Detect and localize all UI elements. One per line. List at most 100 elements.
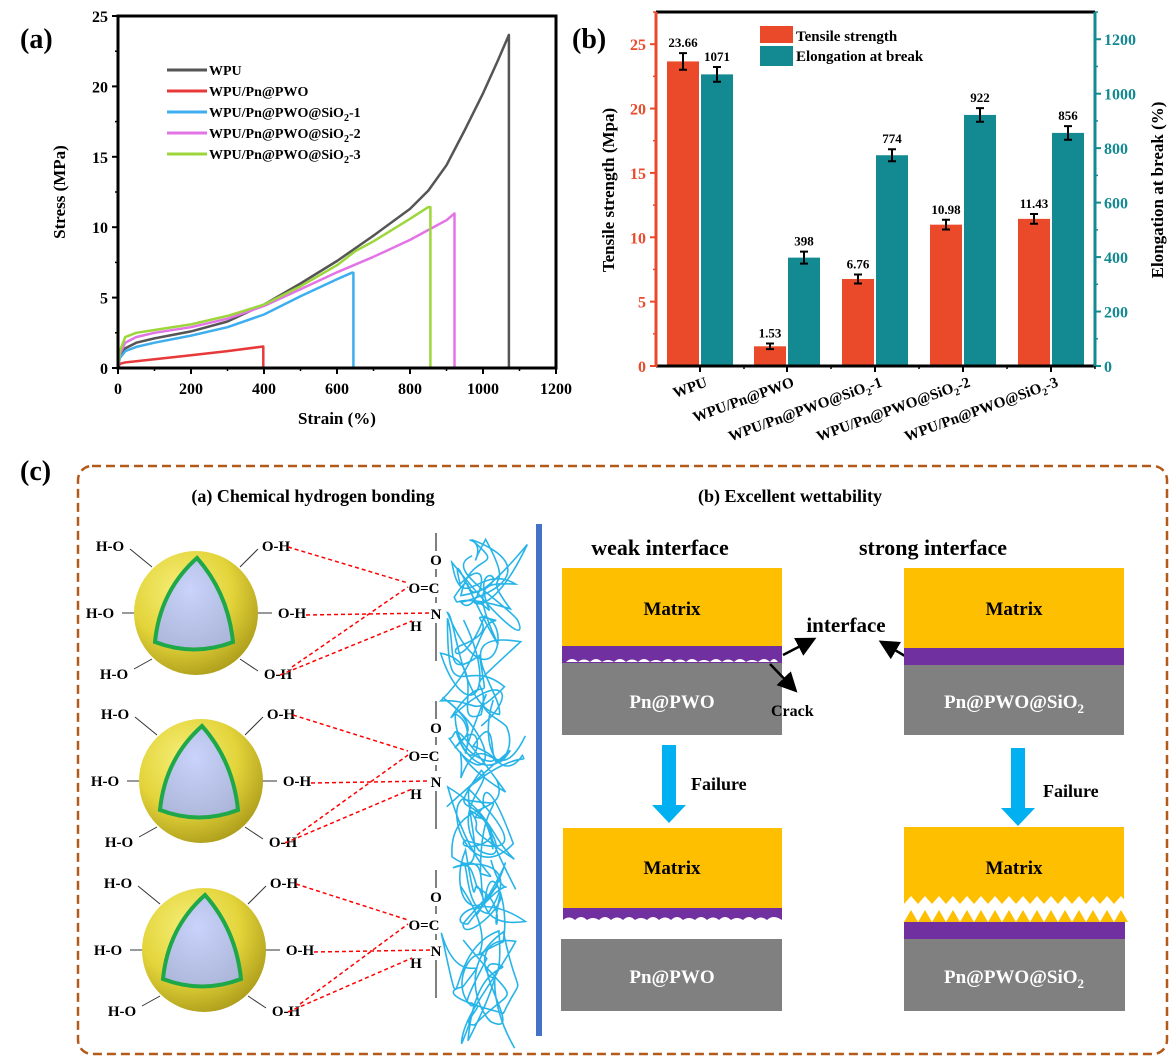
panel-label-b: (b) xyxy=(572,24,606,55)
data-label-tensile-1: 1.53 xyxy=(759,325,782,340)
bar-elongation-4 xyxy=(1052,132,1084,366)
nanoparticle-0: H-OH-OH-OO-HO-HO-HOO=CNH xyxy=(86,533,442,683)
bond-line xyxy=(247,885,267,905)
x-tick-label: 400 xyxy=(252,381,276,398)
polymer-coil-5 xyxy=(440,929,519,1049)
x-tick-label: 1200 xyxy=(540,381,572,398)
y-tick-label: 10 xyxy=(630,230,646,247)
chart-a-series-group xyxy=(116,33,511,369)
failure-label-weak: Failure xyxy=(691,774,747,794)
x-tick-label: 0 xyxy=(114,381,122,398)
pn-pwo-core xyxy=(152,555,236,652)
interface-arrow-left xyxy=(782,637,817,657)
hydroxyl-label: O-H xyxy=(262,539,291,555)
error-bar-tensile-0 xyxy=(679,52,687,71)
error-bar-elongation-2 xyxy=(888,148,896,163)
category-label-group: WPU/Pn@PWO@SiO2-2 xyxy=(815,375,973,445)
urethane-oxygen: O xyxy=(430,553,442,569)
legend-label-2: WPU/Pn@PWO@SiO2-1 xyxy=(209,106,361,124)
failed-weak-matrix-label: Matrix xyxy=(644,858,701,879)
series-line-3 xyxy=(116,212,456,369)
hydrogen-bond xyxy=(310,780,431,784)
error-bar-tensile-2 xyxy=(854,273,862,285)
weak-matrix-block xyxy=(562,568,782,646)
hydroxyl-label: H-O xyxy=(91,774,119,790)
x-tick-label: 200 xyxy=(179,381,203,398)
interface-label: interface xyxy=(806,613,885,637)
bond-line xyxy=(244,716,264,736)
strong-interlayer xyxy=(904,648,1124,665)
amine-hydrogen: H xyxy=(410,787,422,803)
panel-label-a: (a) xyxy=(20,24,53,55)
hydrogen-bond xyxy=(299,923,409,1005)
y-tick-label: 5 xyxy=(100,291,108,308)
bar-elongation-0 xyxy=(701,74,733,366)
data-label-elongation-3: 922 xyxy=(970,90,990,105)
hydrogen-bond xyxy=(296,754,409,836)
weak-filler-block xyxy=(562,663,782,735)
polymer-coil-0 xyxy=(450,537,529,646)
schematic-left-title: (a) Chemical hydrogen bonding xyxy=(191,486,434,507)
weak-matrix-label: Matrix xyxy=(644,599,701,620)
bond-line xyxy=(239,548,259,568)
carbonyl-label: O=C xyxy=(408,749,439,765)
hydroxyl-label: H-O xyxy=(104,876,132,892)
bond-line xyxy=(239,658,259,672)
failed-strong-matrix-fracture-top xyxy=(904,896,1128,909)
y-tick-label: 20 xyxy=(92,79,108,96)
pn-pwo-core xyxy=(160,892,244,989)
y-tick-label: 0 xyxy=(638,359,646,376)
series-line-0 xyxy=(116,33,511,369)
weak-interlayer xyxy=(562,646,782,663)
y2-tick-label: 0 xyxy=(1104,359,1112,376)
urethane-oxygen: O xyxy=(430,890,442,906)
y-tick-label: 10 xyxy=(92,220,108,237)
x-tick-label: 600 xyxy=(325,381,349,398)
y2-tick-label: 600 xyxy=(1104,196,1128,213)
failed-strong-matrix-fracture-bottom xyxy=(904,910,1128,922)
hydroxyl-label: O-H xyxy=(269,835,298,851)
hydroxyl-label: H-O xyxy=(100,667,128,683)
polymer-chains xyxy=(438,537,529,1049)
bar-tensile-4 xyxy=(1018,218,1050,366)
legend-label-3: WPU/Pn@PWO@SiO2-2 xyxy=(209,127,361,145)
bar-tensile-1 xyxy=(754,346,786,366)
y-tick-label: 15 xyxy=(630,166,646,183)
error-bar-tensile-3 xyxy=(942,218,950,231)
hydroxyl-label: O-H xyxy=(283,774,312,790)
failed-strong-interlayer xyxy=(904,922,1125,939)
series-line-1 xyxy=(116,345,265,369)
schematic-right-title: (b) Excellent wettability xyxy=(698,486,882,507)
bond-line xyxy=(129,548,153,568)
particles-group: H-OH-OH-OO-HO-HO-HOO=CNHH-OH-OH-OO-HO-HO… xyxy=(86,533,442,1020)
bar-tensile-0 xyxy=(667,61,699,366)
hydroxyl-label: O-H xyxy=(286,943,315,959)
hydroxyl-label: H-O xyxy=(96,539,124,555)
category-label-0: WPU xyxy=(671,375,710,402)
bond-line xyxy=(244,826,264,840)
data-label-tensile-3: 10.98 xyxy=(931,202,961,217)
failed-strong-filler xyxy=(904,939,1125,1011)
failed-strong-filler-label: Pn@PWO@SiO2 xyxy=(944,967,1084,991)
y-tick-label: 15 xyxy=(92,150,108,167)
y2-tick-label: 800 xyxy=(1104,141,1128,158)
weak-crack-voids xyxy=(566,659,778,662)
strong-interface-title: strong interface xyxy=(859,535,1007,560)
category-label-4: WPU/Pn@PWO@SiO2-3 xyxy=(903,375,1062,448)
strong-matrix-label: Matrix xyxy=(986,599,1043,620)
y-tick-label: 20 xyxy=(630,102,646,119)
polymer-coil-3 xyxy=(446,769,517,890)
weak-interface-title: weak interface xyxy=(591,535,729,560)
mechanism-schematic: (a) Chemical hydrogen bonding (b) Excell… xyxy=(76,464,1169,1056)
panel-label-c: (c) xyxy=(20,456,51,487)
failed-weak-debond-edge xyxy=(563,917,782,924)
chart-b-y2-label: Elongation at break (%) xyxy=(1148,102,1167,279)
data-label-elongation-0: 1071 xyxy=(704,49,730,64)
nitrogen-label: N xyxy=(431,944,442,960)
hydroxyl-label: H-O xyxy=(101,707,129,723)
carbonyl-label: O=C xyxy=(408,581,439,597)
chart-a-legend: WPUWPU/Pn@PWOWPU/Pn@PWO@SiO2-1WPU/Pn@PWO… xyxy=(167,64,361,166)
error-bar-elongation-1 xyxy=(800,250,808,265)
